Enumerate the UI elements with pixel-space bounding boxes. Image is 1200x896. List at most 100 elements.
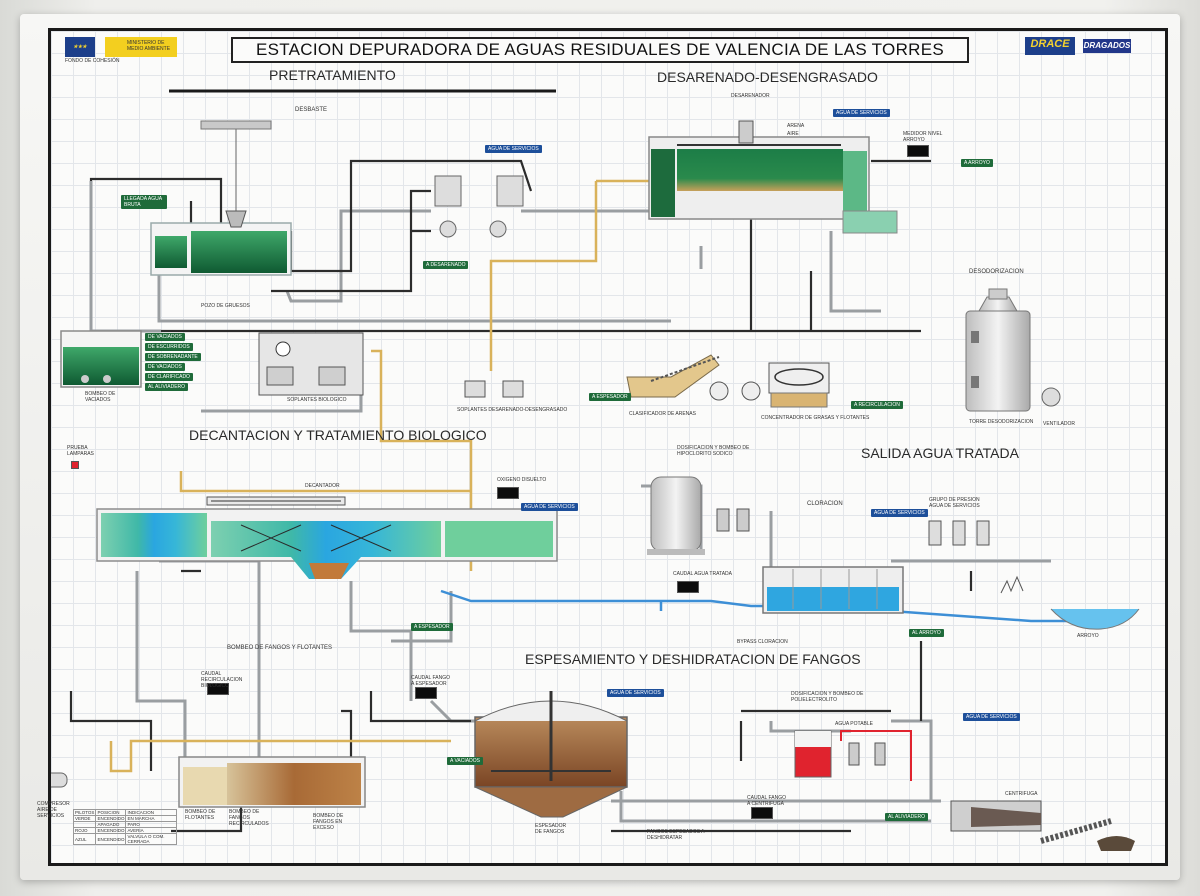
process-tag-13: A VACIADOS xyxy=(447,757,483,765)
label-dosif-hipo: DOSIFICACION Y BOMBEO DE HIPOCLORITO SOD… xyxy=(677,445,750,457)
label-dosif-poli: DOSIFICACION Y BOMBEO DE POLIELECTROLITO xyxy=(791,691,864,703)
section-espesamiento: ESPESAMIENTO Y DESHIDRATACION DE FANGOS xyxy=(525,651,861,667)
process-tag-2: DE ESCURRIDOS xyxy=(145,343,193,351)
service-tag-5: AGUA DE SERVICIOS xyxy=(607,689,664,697)
service-tag-1: AGUA DE SERVICIOS xyxy=(485,145,542,153)
label-bombeo-exceso: BOMBEO DE FANGOS EN EXCESO xyxy=(313,813,344,831)
recirc-display xyxy=(207,683,229,695)
centrifuge-flow-display xyxy=(751,807,773,819)
label-pozo: POZO DE GRUESOS xyxy=(201,303,250,309)
polyelectrolyte-unit xyxy=(794,730,886,778)
label-cloracion: CLORACION xyxy=(807,501,843,507)
thickener-flow-display xyxy=(415,687,437,699)
flow-display-1 xyxy=(907,145,929,157)
ministry-label: MINISTERIO DE MEDIO AMBIENTE xyxy=(127,40,171,52)
label-arroyo: ARROYO xyxy=(1077,633,1099,639)
label-soplantes-des: SOPLANTES DESARENADO-DESENGRASADO xyxy=(457,407,568,413)
section-salida: SALIDA AGUA TRATADA xyxy=(861,445,1019,461)
label-torre: TORRE DESODORIZACION xyxy=(969,419,1034,425)
legend-cell: AZUL xyxy=(72,833,97,845)
section-desarenado: DESARENADO-DESENGRASADO xyxy=(657,69,878,85)
drace-text: DRACE xyxy=(1030,38,1070,50)
label-prueba: PRUEBA LAMPARAS xyxy=(67,445,94,457)
label-desbaste: DESBASTE xyxy=(295,107,328,113)
sand-classifier xyxy=(626,354,761,401)
process-tag-10: A RECIRCULACION xyxy=(851,401,903,409)
process-tag-12: A ESPESADOR xyxy=(411,623,453,631)
label-llegada: LLEGADA AGUA BRUTA xyxy=(121,195,167,209)
process-tag-14: AL ALIVIADERO xyxy=(885,813,929,821)
oxygen-display xyxy=(497,487,519,499)
process-tag-4: DE VACIADOS xyxy=(145,363,185,371)
process-tag-9: A ESPESADOR xyxy=(589,393,631,401)
service-tag-4: AGUA DE SERVICIOS xyxy=(871,509,928,517)
eu-flag-logo: ★★★ xyxy=(65,37,95,57)
process-tag-6: AL ALIVIADERO xyxy=(145,383,189,391)
legend-cell: ENCENDIDO xyxy=(95,833,127,845)
label-bombeo-vaciados: BOMBEO DE VACIADOS xyxy=(85,391,116,403)
eu-fund-label: FONDO DE COHESIÓN xyxy=(65,58,120,64)
process-tag-11: AL ARROYO xyxy=(909,629,944,637)
label-aire: AIRE xyxy=(787,131,799,137)
legend-table: PILOTOS POSICION INDICACION VERDE ENCEND… xyxy=(72,809,177,845)
legend-row: AZUL ENCENDIDO VALVULA O COM. CERRADA xyxy=(72,833,177,845)
label-espesador: ESPESADOR DE FANGOS xyxy=(535,823,567,835)
label-agua-potable: AGUA POTABLE xyxy=(835,721,873,727)
label-arena: ARENA xyxy=(787,123,805,129)
page-title: ESTACION DEPURADORA DE AGUAS RESIDUALES … xyxy=(231,37,969,63)
pressure-group xyxy=(928,520,990,546)
label-bombeo-flotantes: BOMBEO DE FLOTANTES xyxy=(185,809,216,821)
process-tag-5: DE CLARIFICADO xyxy=(145,373,193,381)
section-pretratamiento: PRETRATAMIENTO xyxy=(269,67,396,83)
screen-units xyxy=(434,175,524,238)
grease-concentrator xyxy=(768,362,830,408)
label-oxigeno: OXIGENO DISUELTO xyxy=(497,477,547,483)
label-caudal-salida: CAUDAL AGUA TRATADA xyxy=(673,571,732,577)
label-ventilador: VENTILADOR xyxy=(1043,421,1075,427)
label-clasificador: CLASIFICADOR DE ARENAS xyxy=(629,411,696,417)
desbaste-channel xyxy=(150,120,292,276)
biological-reactor-decanter xyxy=(96,496,558,579)
soplantes-biologico-unit xyxy=(258,332,364,396)
ministry-logo xyxy=(105,37,177,57)
outflow-display xyxy=(677,581,699,593)
label-caudal-recirc: CAUDAL RECIRCULACION BIOLOGICO xyxy=(201,671,243,689)
label-concentrador: CONCENTRADOR DE GRASAS Y FLOTANTES xyxy=(761,415,870,421)
desarenador-tank xyxy=(648,120,898,234)
sludge-pumping-pit xyxy=(178,756,366,808)
hypochlorite-tank xyxy=(647,476,750,555)
service-tag-6: AGUA DE SERVICIOS xyxy=(963,713,1020,721)
thickener xyxy=(474,691,628,818)
air-compressor xyxy=(51,772,68,788)
label-caudal-fango: CAUDAL FANGO A ESPESADOR xyxy=(411,675,450,687)
legend-cell: VALVULA O COM. CERRADA xyxy=(125,833,177,845)
label-grupo-presion: GRUPO DE PRESION AGUA DE SERVICIOS xyxy=(929,497,980,509)
process-schematic xyxy=(51,89,1140,851)
legend-cell: PILOTOS xyxy=(72,809,97,816)
label-medidor: MEDIDOR NIVEL ARROYO xyxy=(903,131,943,143)
dragados-logo: DRAGADOS xyxy=(1083,39,1131,53)
vaciados-tank xyxy=(60,330,142,388)
polymer-pipes xyxy=(840,730,912,781)
label-desarenador: DESARENADOR xyxy=(731,93,770,99)
river-outfall xyxy=(1000,575,1140,630)
label-bypass: BYPASS CLORACION xyxy=(737,639,788,645)
label-bombeo-recirc: BOMBEO DE FANGOS RECIRCULADOS xyxy=(229,809,269,827)
deodorization-tower xyxy=(965,288,1061,412)
process-tag-8: A ARROYO xyxy=(961,159,993,167)
centrifuge xyxy=(950,800,1135,851)
legend-cell: ENCENDIDO xyxy=(95,827,127,834)
section-decantacion: DECANTACION Y TRATAMIENTO BIOLOGICO xyxy=(189,427,487,443)
label-desodorizacion: DESODORIZACION xyxy=(969,269,1024,275)
process-tag-7: A DESARENADO xyxy=(423,261,469,269)
label-soplantes-bio: SOPLANTES BIOLOGICO xyxy=(287,397,347,403)
process-tag-1: DE VACIADOS xyxy=(145,333,185,341)
label-fangos-esp: FANGOS ESPESADOS A DESHIDRATAR xyxy=(647,829,705,841)
label-compresor: COMPRESOR AIRE DE SERVICIOS xyxy=(37,801,70,819)
synoptic-panel: ★★★ FONDO DE COHESIÓN MINISTERIO DE MEDI… xyxy=(37,28,1168,866)
lamp-test-button[interactable] xyxy=(71,461,79,469)
label-caudal-centr: CAUDAL FANGO A CENTRIFUGA xyxy=(747,795,786,807)
label-decantador: DECANTADOR xyxy=(305,483,340,489)
legend-cell: ENCENDIDO xyxy=(95,815,127,822)
label-bombeo-fangos: BOMBEO DE FANGOS Y FLOTANTES xyxy=(227,645,333,651)
